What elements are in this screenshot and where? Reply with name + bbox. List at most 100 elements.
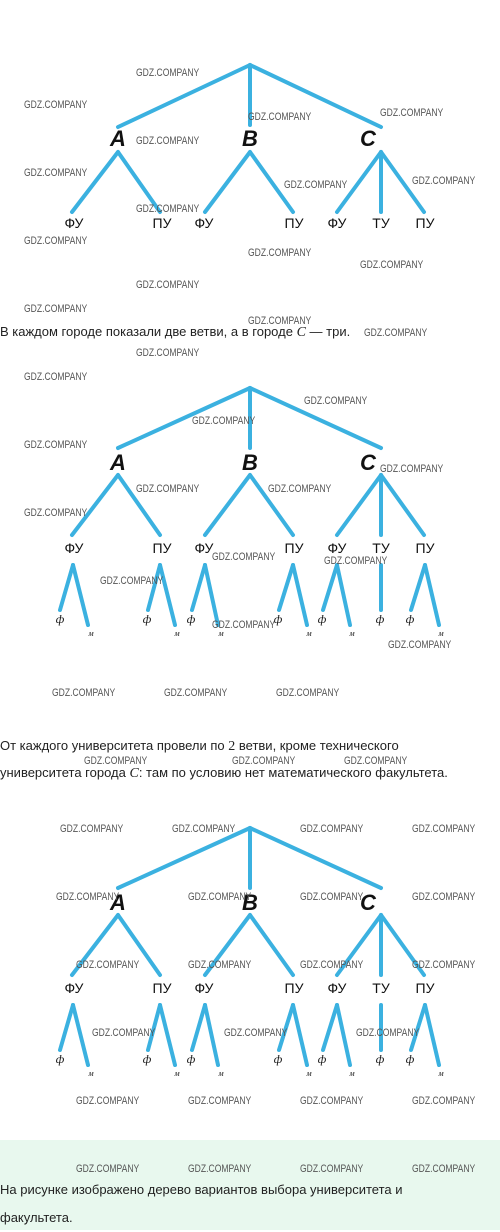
watermark: GDZ.COMPANY: [188, 1095, 252, 1107]
caption-branches-cities: В каждом городе показали две ветви, а в …: [0, 319, 500, 346]
watermark: GDZ.COMPANY: [136, 203, 200, 215]
watermark: GDZ.COMPANY: [192, 415, 256, 427]
watermark: GDZ.COMPANY: [304, 395, 368, 407]
watermark: GDZ.COMPANY: [388, 639, 452, 651]
watermark: GDZ.COMPANY: [100, 575, 164, 587]
watermark: GDZ.COMPANY: [24, 99, 88, 111]
fac-f: ф: [187, 1052, 196, 1066]
city-b-label-3: B: [242, 890, 258, 915]
watermark: GDZ.COMPANY: [92, 1027, 156, 1039]
uni-fu-a-2: ФУ: [65, 540, 84, 556]
uni-tu-c-3: ТУ: [372, 980, 390, 996]
watermark: GDZ.COMPANY: [268, 483, 332, 495]
watermark: GDZ.COMPANY: [188, 891, 252, 903]
caption-3-line-1: На рисунке изображено дерево вариантов в…: [0, 1182, 403, 1197]
city-c-label: C: [360, 126, 377, 151]
watermark: GDZ.COMPANY: [24, 303, 88, 315]
fac-f: ф: [187, 612, 196, 626]
watermark: GDZ.COMPANY: [380, 107, 444, 119]
tree-1-svg: A B C ФУ ПУ ФУ ПУ ФУ ТУ ПУ: [65, 63, 435, 231]
city-c-label-2: C: [360, 450, 377, 475]
watermark: GDZ.COMPANY: [136, 67, 200, 79]
watermark: GDZ.COMPANY: [136, 483, 200, 495]
uni-tu-c-2: ТУ: [372, 540, 390, 556]
fac-m: м: [217, 1069, 223, 1078]
watermark: GDZ.COMPANY: [364, 327, 428, 339]
fac-f: ф: [143, 612, 152, 626]
watermark: GDZ.COMPANY: [380, 463, 444, 475]
city-c-label-3: C: [360, 890, 377, 915]
watermark: GDZ.COMPANY: [344, 755, 408, 767]
watermark: GDZ.COMPANY: [24, 371, 88, 383]
watermark: GDZ.COMPANY: [52, 687, 116, 699]
uni-fu-c: ФУ: [328, 215, 347, 231]
caption-3-line-2: факультета.: [0, 1210, 73, 1225]
watermark: GDZ.COMPANY: [412, 1095, 476, 1107]
tree-diagram-faculties-2: A B C ФУ ПУ ФУ ПУ ФУ ТУ ПУ ф м ф м ф м ф…: [0, 815, 500, 1090]
fac-f: ф: [56, 612, 65, 626]
watermark: GDZ.COMPANY: [300, 891, 364, 903]
caption-1-text-b: — три.: [305, 324, 351, 339]
watermark: GDZ.COMPANY: [300, 1163, 364, 1175]
uni-tu-c: ТУ: [372, 215, 390, 231]
tree-diagram-cities: A B C ФУ ПУ ФУ ПУ ФУ ТУ ПУ: [0, 55, 500, 245]
watermark: GDZ.COMPANY: [224, 1027, 288, 1039]
caption-conclusion: На рисунке изображено дерево вариантов в…: [0, 1176, 500, 1232]
watermark: GDZ.COMPANY: [136, 279, 200, 291]
watermark: GDZ.COMPANY: [76, 1163, 140, 1175]
watermark: GDZ.COMPANY: [24, 167, 88, 179]
watermark: GDZ.COMPANY: [188, 959, 252, 971]
watermark: GDZ.COMPANY: [300, 823, 364, 835]
watermark: GDZ.COMPANY: [188, 1163, 252, 1175]
fac-m: м: [173, 1069, 179, 1078]
fac-m: м: [348, 1069, 354, 1078]
watermark: GDZ.COMPANY: [136, 135, 200, 147]
uni-pu-a-2: ПУ: [153, 540, 172, 556]
fac-m: м: [87, 629, 93, 638]
watermark: GDZ.COMPANY: [248, 315, 312, 327]
watermark: GDZ.COMPANY: [84, 755, 148, 767]
fac-m: м: [305, 629, 311, 638]
uni-fu-b-2: ФУ: [195, 540, 214, 556]
watermark: GDZ.COMPANY: [412, 891, 476, 903]
uni-pu-c-3: ПУ: [416, 980, 435, 996]
uni-fu-b-3: ФУ: [195, 980, 214, 996]
watermark: GDZ.COMPANY: [412, 823, 476, 835]
city-b-label: B: [242, 126, 258, 151]
uni-pu-a-3: ПУ: [153, 980, 172, 996]
watermark: GDZ.COMPANY: [56, 891, 120, 903]
watermark: GDZ.COMPANY: [76, 959, 140, 971]
fac-m: м: [217, 629, 223, 638]
watermark: GDZ.COMPANY: [360, 259, 424, 271]
fac-m: м: [87, 1069, 93, 1078]
caption-2-var-c: C: [129, 766, 139, 781]
watermark: GDZ.COMPANY: [212, 619, 276, 631]
fac-f: ф: [376, 1052, 385, 1066]
fac-m: м: [437, 629, 443, 638]
uni-pu-b-2: ПУ: [285, 540, 304, 556]
caption-2-text-d: : там по условию нет математического фак…: [138, 765, 448, 780]
uni-fu-a: ФУ: [65, 215, 84, 231]
caption-1-var-c: C: [296, 325, 306, 340]
watermark: GDZ.COMPANY: [24, 507, 88, 519]
fac-f: ф: [376, 612, 385, 626]
fac-f: ф: [406, 612, 415, 626]
city-a-label: A: [109, 126, 126, 151]
watermark: GDZ.COMPANY: [412, 959, 476, 971]
fac-f: ф: [406, 1052, 415, 1066]
watermark: GDZ.COMPANY: [172, 823, 236, 835]
fac-f: ф: [274, 1052, 283, 1066]
watermark: GDZ.COMPANY: [284, 179, 348, 191]
uni-fu-b: ФУ: [195, 215, 214, 231]
caption-2-line-2: университета города C: там по условию не…: [0, 760, 500, 787]
caption-2-text-b: ветви, кроме технического: [235, 738, 399, 753]
city-b-label-2: B: [242, 450, 258, 475]
fac-f: ф: [143, 1052, 152, 1066]
watermark: GDZ.COMPANY: [24, 439, 88, 451]
watermark: GDZ.COMPANY: [276, 687, 340, 699]
caption-2-line-1: От каждого университета провели по 2 вет…: [0, 733, 500, 760]
uni-pu-b: ПУ: [285, 215, 304, 231]
watermark: GDZ.COMPANY: [232, 755, 296, 767]
fac-m: м: [305, 1069, 311, 1078]
fac-f: ф: [274, 612, 283, 626]
